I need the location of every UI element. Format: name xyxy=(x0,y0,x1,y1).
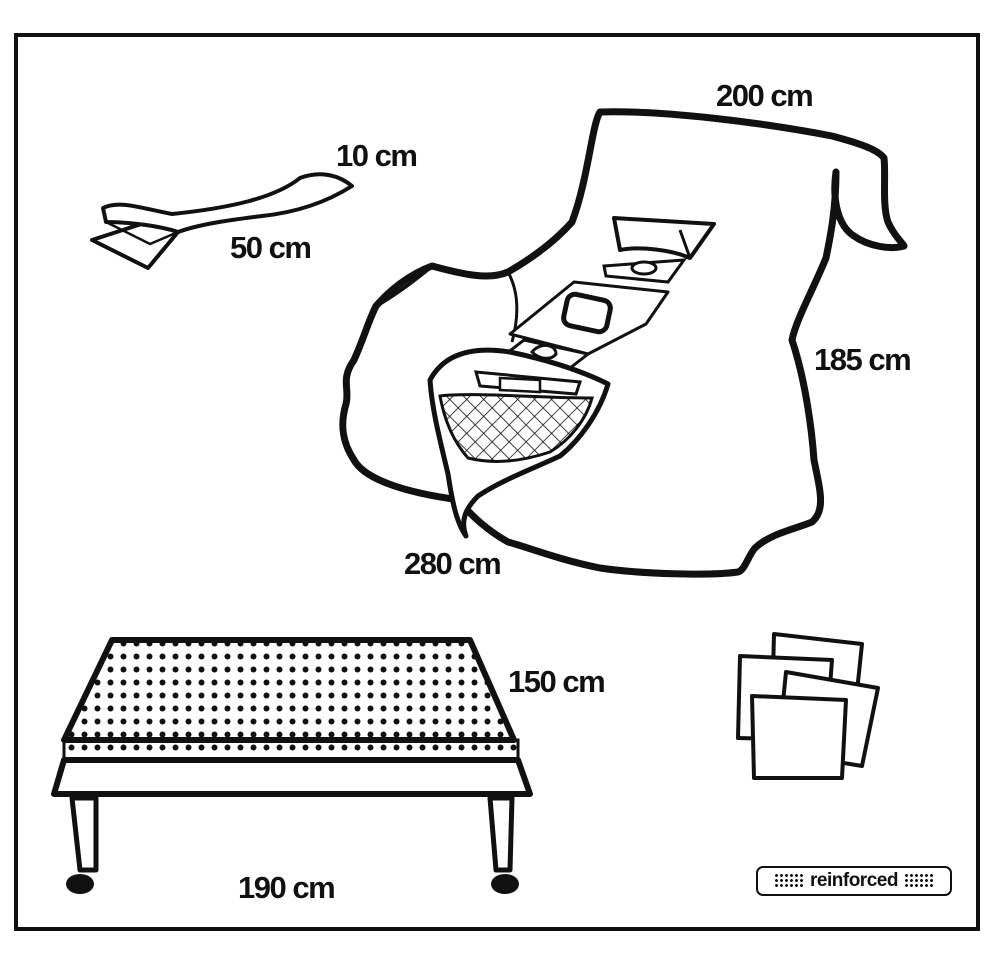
reinforced-legend: reinforced xyxy=(756,866,952,896)
dot-pattern-icon xyxy=(903,873,934,889)
drape-side-label: 185 cm xyxy=(814,342,912,377)
cover-depth-label: 150 cm xyxy=(508,664,606,699)
cover-length-label: 190 cm xyxy=(238,870,336,905)
patient-drape-icon xyxy=(339,108,908,578)
drape-top-label: 200 cm xyxy=(716,78,814,113)
towel-icon xyxy=(90,172,354,270)
diagram-frame xyxy=(14,33,980,931)
dot-pattern-icon xyxy=(774,873,805,889)
towel-length-label: 50 cm xyxy=(230,230,312,265)
towel-width-label: 10 cm xyxy=(336,138,418,173)
gauze-pads-icon xyxy=(736,632,880,780)
drape-length-label: 280 cm xyxy=(404,546,502,581)
legend-label: reinforced xyxy=(810,870,898,891)
table-cover-icon xyxy=(51,637,533,894)
